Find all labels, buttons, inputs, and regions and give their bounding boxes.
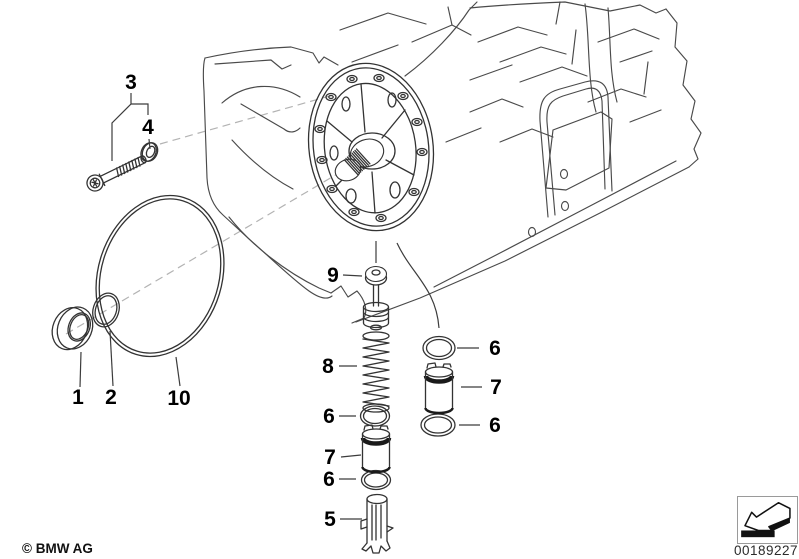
image-number: 00189227 [733,543,799,558]
callout-9[interactable]: 9 [327,264,339,287]
callout-8[interactable]: 8 [322,355,334,378]
oil-pump [307,62,435,232]
valve-guide-part-5 [360,493,394,554]
callout-10[interactable]: 10 [167,387,190,410]
pump-splined-hub [334,132,396,182]
transmission-housing [202,1,702,324]
oil-pipe [539,80,613,218]
direction-arrow-icon [741,501,791,538]
washer-part-4 [140,142,159,162]
callout-6-right-lower[interactable]: 6 [489,414,501,437]
copyright: © BMW AG [22,541,93,556]
leader-lines [79,93,482,520]
callout-7-left[interactable]: 7 [324,446,336,469]
bolt-part-3 [86,155,147,192]
valve-piston-part-9 [362,265,390,331]
valve-sleeve-part-7b [423,362,455,415]
o-ring-part-6a [359,405,391,427]
callout-7-right[interactable]: 7 [490,376,502,399]
pump-rim-tabs [314,73,428,223]
o-ring-part-6d [420,413,456,437]
assembly-axis-lines [65,94,345,335]
mounting-plate [527,111,613,238]
seal-ring-part-1 [51,306,94,351]
o-ring-part-6b [360,469,392,491]
direction-stamp [737,496,798,544]
callout-5[interactable]: 5 [324,508,336,531]
callout-6-left-lower[interactable]: 6 [323,468,335,491]
callout-6-left-upper[interactable]: 6 [323,405,335,428]
large-o-ring-part-10 [95,194,225,358]
o-ring-part-2 [92,292,120,328]
spring-part-8 [362,331,390,413]
callout-3[interactable]: 3 [125,71,137,94]
callout-4[interactable]: 4 [142,116,154,139]
valve-sleeve-part-7a [360,424,392,474]
callout-2[interactable]: 2 [105,386,117,409]
callout-1[interactable]: 1 [72,386,84,409]
o-ring-part-6c [422,335,456,361]
callout-6-right-upper[interactable]: 6 [489,337,501,360]
